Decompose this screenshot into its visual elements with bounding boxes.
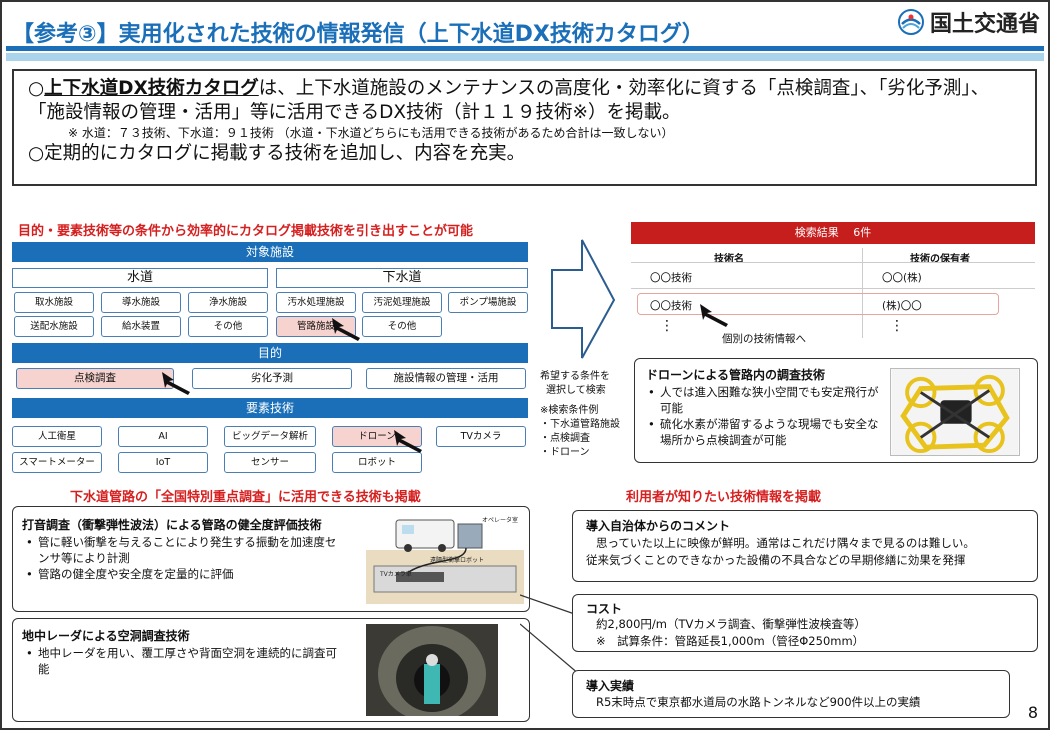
results-rule [631,288,1035,289]
water-header: 水道 [12,268,268,288]
radar-bullets: 地中レーダを用い、覆工厚さや背面空洞を連続的に調査可能 [24,645,344,677]
filter-chip[interactable]: ロボット [332,452,422,473]
intro-line-1-rest: は、上下水道施設のメンテナンスの高度化・効率化に資する「点検調査」、「劣化予測」… [258,78,990,99]
filter-chip[interactable]: 汚泥処理施設 [362,292,442,313]
detail-link[interactable]: 個別の技術情報へ [722,333,806,345]
drone-bullets: 人では進入困難な狭小空間でも安定飛行が可能 硫化水素が滞留するような現場でも安全… [646,384,886,448]
filter-chip[interactable]: 劣化予測 [192,368,352,389]
bullet-item: 硫化水素が滞留するような現場でも安全な場所から点検調査が可能 [646,416,886,448]
filter-chip[interactable]: 施設情報の管理・活用 [366,368,526,389]
bullet-item: 管に軽い衝撃を与えることにより発生する振動を加速度センサ等により計測 [24,534,344,566]
example-title: ※検索条件例 [540,405,599,416]
filter-chip[interactable]: 導水施設 [101,292,181,313]
bullet-mark: ○ [28,78,45,99]
filter-chip[interactable]: その他 [362,316,442,337]
cost-text: 約2,800円/m（TVカメラ調査、衝撃弾性波検査等） [596,617,866,631]
cost-box [572,594,1038,652]
result-name[interactable]: 〇〇技術 [650,272,692,284]
mouse-cursor-icon [700,304,728,327]
filter-chip[interactable]: AI [118,426,208,447]
results-col-name: 技術名 [714,254,744,265]
facility-header: 対象施設 [12,242,528,262]
record-text: R5末時点で東京都水道局の水路トンネルなど900件以上の実績 [596,695,921,709]
intro-line-3: ○定期的にカタログに掲載する技術を追加し、内容を充実。 [28,143,526,164]
example-item: ・点検調査 [540,433,590,444]
ellipsis: ⋮ [890,318,904,334]
drone-box-title: ドローンによる管路内の調査技術 [646,368,826,382]
result-row-highlight[interactable] [637,293,999,315]
intro-box: ○上下水道DX技術カタログは、上下水道施設のメンテナンスの高度化・効率化に資する… [12,69,1037,186]
fig-label: 遠隔型衝撃ロボット [430,556,484,564]
search-caption: 目的・要素技術等の条件から効率的にカタログ掲載技術を引き出すことが可能 [18,224,474,239]
filter-chip[interactable]: その他 [188,316,268,337]
filter-chip[interactable]: ポンプ場施設 [448,292,528,313]
results-header: 検索結果 6件 [631,222,1035,244]
record-box [572,670,1010,718]
purpose-header: 目的 [12,343,528,363]
catalog-name: 上下水道DX技術カタログ [44,78,259,99]
cost-box-title: コスト [586,602,623,616]
filter-chip[interactable]: 人工衛星 [12,426,102,447]
title-rule-light [6,53,1044,61]
filter-chip-selected[interactable]: 点検調査 [16,368,174,389]
filter-chip[interactable]: 取水施設 [14,292,94,313]
hint-line: 選択して検索 [546,385,606,396]
result-owner: 〇〇(株) [882,272,922,284]
page-number: 8 [1027,703,1038,722]
filter-chip[interactable]: スマートメーター [12,452,102,473]
comment-box [572,510,1038,582]
mouse-cursor-icon [332,318,360,341]
results-col-owner: 技術の保有者 [910,254,970,265]
result-owner: (株)〇〇 [882,300,922,312]
filter-chip[interactable]: TVカメラ [436,426,526,447]
filter-chip[interactable]: センサー [224,452,316,473]
intro-line-2: 「施設情報の管理・活用」等に活用できるDX技術（計１１９技術※）を掲載。 [28,102,681,123]
left-caption: 下水道管路の「全国特別重点調査」に活用できる技術も掲載 [70,490,421,505]
example-item: ・下水道管路施設 [540,419,620,430]
impact-bullets: 管に軽い衝撃を与えることにより発生する振動を加速度センサ等により計測 管路の健全… [24,534,344,582]
drone-photo [890,368,1020,456]
bullet-item: 管路の健全度や安全度を定量的に評価 [24,566,344,582]
impact-box-title: 打音調査（衝撃弾性波法）による管路の健全度評価技術 [22,518,322,532]
filter-chip[interactable]: 給水装置 [101,316,181,337]
tech-header: 要素技術 [12,398,528,418]
right-caption: 利用者が知りたい技術情報を掲載 [626,490,822,505]
filter-chip[interactable]: ビッグデータ解析 [224,426,316,447]
mouse-cursor-icon [162,372,190,395]
results-rule [631,262,1035,263]
fig-label: オペレータ室 [482,516,518,524]
example-item: ・ドローン [540,447,590,458]
search-hint: 希望する条件を 選択して検索 ※検索条件例 ・下水道管路施設 ・点検調査 ・ドロ… [540,370,640,460]
comment-text: 思っていた以上に映像が鮮明。通常はこれだけ隅々まで見るのは難しい。 [596,536,975,550]
mlit-emblem-icon [897,9,924,35]
comment-box-title: 導入自治体からのコメント [586,519,731,533]
filter-chip[interactable]: 汚水処理施設 [276,292,356,313]
comment-text: 従来気づくことのできなかった設備の不具合などの早期修繕に効果を発揮 [586,553,966,567]
tunnel-photo [366,624,498,716]
bullet-item: 人では進入困難な狭小空間でも安定飛行が可能 [646,384,886,416]
impact-diagram: オペレータ室 TVカメラ車 遠隔型衝撃ロボット [366,514,524,604]
ministry-logo: 国土交通省 [897,6,1040,38]
fig-label: TVカメラ車 [379,570,412,578]
filter-chip[interactable]: 送配水施設 [14,316,94,337]
ministry-name: 国土交通省 [929,12,1040,37]
filter-chip[interactable]: IoT [118,452,208,473]
page-title: 【参考③】実用化された技術の情報発信（上下水道DX技術カタログ） [12,22,704,47]
cost-note: ※ 試算条件：管路延長1,000m（管径Φ250mm） [596,634,865,648]
bullet-item: 地中レーダを用い、覆工厚さや背面空洞を連続的に調査可能 [24,645,344,677]
record-box-title: 導入実績 [586,679,635,693]
radar-box-title: 地中レーダによる空洞調査技術 [22,629,190,643]
result-name[interactable]: 〇〇技術 [650,300,692,312]
sewer-header: 下水道 [276,268,528,288]
title-rule [6,46,1044,51]
right-arrow-icon [551,239,616,359]
mouse-cursor-icon [394,430,422,453]
ellipsis: ⋮ [660,318,674,334]
intro-note: ※ 水道：７３技術、下水道：９１技術 （水道・下水道どちらにも活用できる技術があ… [68,126,674,140]
hint-line: 希望する条件を [540,371,610,382]
intro-line-1: ○上下水道DX技術カタログは、上下水道施設のメンテナンスの高度化・効率化に資する… [28,77,1021,101]
filter-chip[interactable]: 浄水施設 [188,292,268,313]
